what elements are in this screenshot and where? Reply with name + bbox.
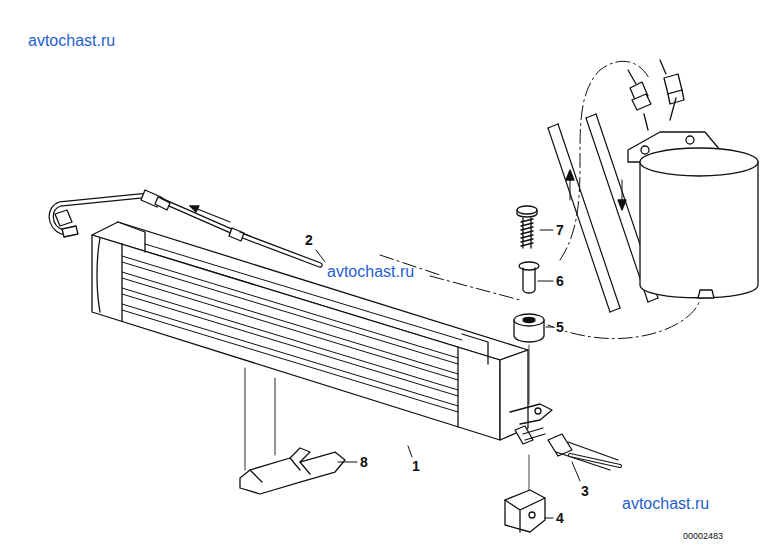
callout-number: 5 xyxy=(555,320,565,334)
callout-number: 2 xyxy=(304,233,314,247)
callout-number: 6 xyxy=(555,274,565,288)
callout-number: 8 xyxy=(359,455,369,469)
callout-number: 1 xyxy=(411,459,421,473)
watermark: avtochast.ru xyxy=(28,33,115,49)
callout-number: 4 xyxy=(555,511,565,525)
watermark: avtochast.ru xyxy=(622,496,709,512)
callout-number: 7 xyxy=(555,223,565,237)
diagram-code: 00002483 xyxy=(683,532,723,541)
watermark: avtochast.ru xyxy=(327,264,414,280)
callout-number: 3 xyxy=(580,484,590,498)
